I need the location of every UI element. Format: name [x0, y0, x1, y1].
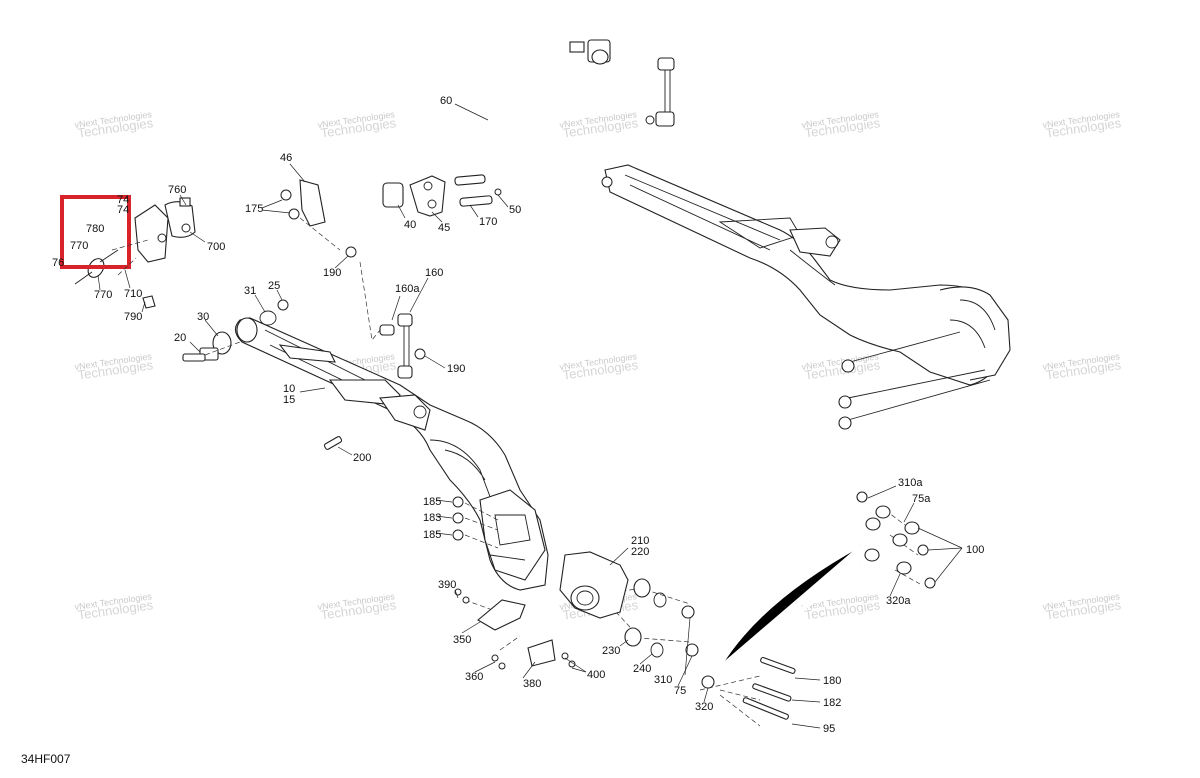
callout-label: 75 [674, 685, 686, 697]
trailing-arm-10[interactable] [234, 317, 549, 591]
callout-label: 390 [438, 579, 456, 591]
callout-label: 160a [395, 283, 420, 295]
callout-label: 74 [117, 204, 129, 216]
toe-link-160[interactable] [379, 313, 426, 379]
callout-label: 770 [94, 289, 112, 301]
callout-label: 185 [423, 529, 441, 541]
plate-380[interactable] [491, 639, 576, 670]
nuts-100[interactable] [917, 544, 936, 589]
watermark: vNext Technologies Technologies [74, 109, 155, 140]
link-75[interactable] [685, 505, 891, 657]
callout-label: 310 [654, 674, 672, 686]
callout-label: 360 [465, 671, 483, 683]
callout-label: 60 [440, 95, 452, 107]
callout-label: 185 [423, 496, 441, 508]
callout-label: 15 [283, 394, 295, 406]
watermark: vNext Technologies Technologies [1042, 591, 1123, 622]
diagram-code: 34HF007 [21, 752, 71, 766]
callout-label: 320 [695, 701, 713, 713]
watermark: vNext Technologies Technologies [1042, 351, 1123, 382]
callout-label: 780 [86, 223, 104, 235]
sway-bushing-bracket[interactable] [382, 174, 502, 217]
link-310[interactable] [681, 491, 868, 619]
callout-label: 74 [117, 194, 129, 206]
bolts-180-182-95[interactable] [742, 656, 796, 720]
watermark: vNext Technologies Technologies [74, 591, 155, 622]
callout-label: 400 [587, 669, 605, 681]
callout-label: 75a [912, 493, 931, 505]
watermark: vNext Technologies Technologies [559, 351, 640, 382]
callout-label: 76 [52, 257, 64, 269]
watermark: vNext Technologies Technologies [801, 109, 882, 140]
callout-label: 770 [70, 240, 88, 252]
plate-350[interactable] [454, 588, 526, 631]
bolt-790[interactable] [142, 295, 156, 309]
bolt-200[interactable] [323, 436, 343, 450]
callout-label: 240 [633, 663, 651, 675]
watermark: vNext Technologies Technologies [317, 109, 398, 140]
callout-labels: 60 46 175 40 45 170 50 190 760 74 74 780… [52, 95, 984, 735]
sway-link[interactable] [645, 57, 675, 127]
link-320[interactable] [701, 543, 880, 689]
callout-label: 40 [404, 219, 416, 231]
callout-label: 182 [823, 697, 841, 709]
callout-label: 175 [245, 203, 263, 215]
callout-label: 46 [280, 152, 292, 164]
leader-lines [97, 103, 963, 729]
callout-label: 310a [898, 477, 923, 489]
callout-label: 100 [966, 544, 984, 556]
callout-label: 31 [244, 285, 256, 297]
callout-label: 10 [283, 383, 295, 395]
watermark: vNext Technologies Technologies [559, 109, 640, 140]
small-parts-31-25[interactable] [259, 299, 289, 326]
callout-label: 350 [453, 634, 471, 646]
callout-label: 95 [823, 723, 835, 735]
callout-label: 180 [823, 675, 841, 687]
watermark: vNext Technologies Technologies [74, 351, 155, 382]
callout-label: 183 [423, 512, 441, 524]
callout-label: 380 [523, 678, 541, 690]
watermark: vNext Technologies Technologies [801, 351, 882, 382]
frame-bracket-46[interactable] [280, 179, 357, 258]
callout-label: 700 [207, 241, 225, 253]
nuts-183-185[interactable] [452, 496, 464, 541]
bushings-75a[interactable] [892, 521, 920, 575]
callout-label: 190 [447, 363, 465, 375]
callout-label: 25 [268, 280, 280, 292]
pivot-bushing-30[interactable] [182, 331, 232, 362]
callout-label: 710 [124, 288, 142, 300]
callout-label: 200 [353, 452, 371, 464]
bracket-group-700[interactable] [134, 197, 196, 263]
highlight-box [60, 195, 131, 269]
callout-label: 320a [886, 595, 911, 607]
knuckle-210[interactable] [559, 551, 629, 619]
callout-label: 50 [509, 204, 521, 216]
callout-label: 210 [631, 535, 649, 547]
callout-label: 160 [425, 267, 443, 279]
watermark: vNext Technologies Technologies [1042, 109, 1123, 140]
callout-label: 230 [602, 645, 620, 657]
trailing-arm-assembly[interactable] [601, 164, 1011, 430]
callout-label: 760 [168, 184, 186, 196]
assembly-lines [111, 217, 921, 727]
watermark: vNext Technologies Technologies [317, 591, 398, 622]
callout-label: 190 [323, 267, 341, 279]
callout-label: 20 [174, 332, 186, 344]
callout-label: 790 [124, 311, 142, 323]
pivot-bolt-770[interactable] [74, 249, 119, 285]
bushing-230-240[interactable] [624, 578, 667, 658]
sway-bar[interactable] [327, 39, 668, 243]
callout-label: 170 [479, 216, 497, 228]
callout-label: 220 [631, 546, 649, 558]
callout-label: 30 [197, 311, 209, 323]
callout-label: 45 [438, 222, 450, 234]
watermark: vNext Technologies Technologies [801, 591, 882, 622]
